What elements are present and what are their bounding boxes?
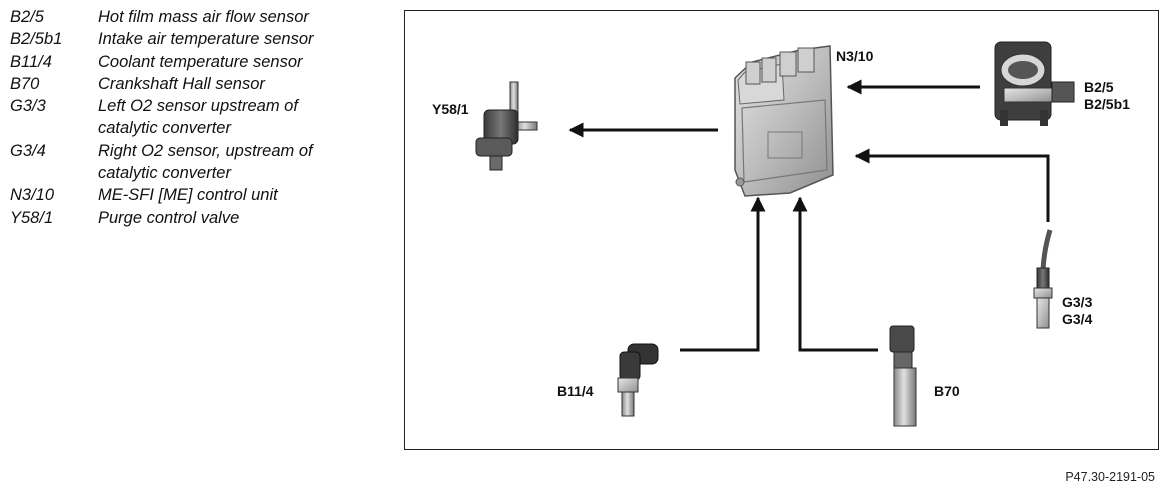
- diagram-frame: [404, 10, 1159, 450]
- legend-item: B2/5 Hot film mass air flow sensor: [10, 6, 390, 28]
- legend-list: B2/5 Hot film mass air flow sensor B2/5b1…: [10, 6, 390, 229]
- legend-code: B11/4: [10, 52, 52, 71]
- purge-valve-illustration: [475, 81, 538, 171]
- crankshaft-sensor-illustration: [889, 325, 917, 427]
- figure-reference: P47.30-2191-05: [1065, 470, 1155, 484]
- o2-sensor-illustration: [1033, 229, 1053, 329]
- arrow-coolant-to-ecu: [680, 196, 766, 352]
- legend-code: G3/4: [10, 141, 46, 160]
- legend-description: Coolant temperature sensor: [98, 52, 303, 71]
- legend-item: N3/10 ME-SFI [ME] control unit: [10, 184, 390, 206]
- legend-item: B11/4 Coolant temperature sensor: [10, 51, 390, 73]
- legend-description: Right O2 sensor, upstream of catalytic c…: [98, 141, 313, 183]
- legend-description: Intake air temperature sensor: [98, 30, 314, 49]
- coolant-sensor-illustration: [617, 343, 659, 417]
- legend-code: Y58/1: [10, 208, 54, 227]
- legend-description: Hot film mass air flow sensor: [98, 8, 309, 26]
- arrow-crank-to-ecu: [792, 196, 878, 352]
- control-unit-label: N3/10: [836, 48, 874, 64]
- legend-code: B2/5b1: [10, 30, 63, 49]
- legend-description: ME-SFI [ME] control unit: [98, 186, 278, 205]
- maf-sensor-illustration: [994, 41, 1075, 126]
- maf-sensor-label: B2/5 B2/5b1: [1084, 79, 1130, 112]
- legend-description: Crankshaft Hall sensor: [98, 74, 265, 93]
- legend-code: B70: [10, 74, 40, 93]
- legend-code: N3/10: [10, 186, 55, 205]
- legend-item: G3/3 Left O2 sensor upstream of catalytic…: [10, 95, 390, 140]
- legend-item: B2/5b1 Intake air temperature sensor: [10, 28, 390, 50]
- legend-code: G3/3: [10, 97, 46, 116]
- legend-item: Y58/1 Purge control valve: [10, 207, 390, 229]
- control-unit-illustration: [734, 45, 834, 197]
- legend-code: B2/5: [10, 8, 44, 26]
- purge-valve-label: Y58/1: [432, 101, 469, 117]
- o2-sensor-label: G3/3 G3/4: [1062, 294, 1093, 327]
- crankshaft-sensor-label: B70: [934, 383, 960, 399]
- legend-description: Left O2 sensor upstream of catalytic con…: [98, 97, 298, 138]
- legend-item: G3/4 Right O2 sensor, upstream of catalyt…: [10, 140, 390, 185]
- legend-item: B70 Crankshaft Hall sensor: [10, 73, 390, 95]
- arrow-o2-to-ecu: [854, 148, 1050, 222]
- coolant-sensor-label: B11/4: [557, 383, 594, 399]
- legend-description: Purge control valve: [98, 208, 240, 227]
